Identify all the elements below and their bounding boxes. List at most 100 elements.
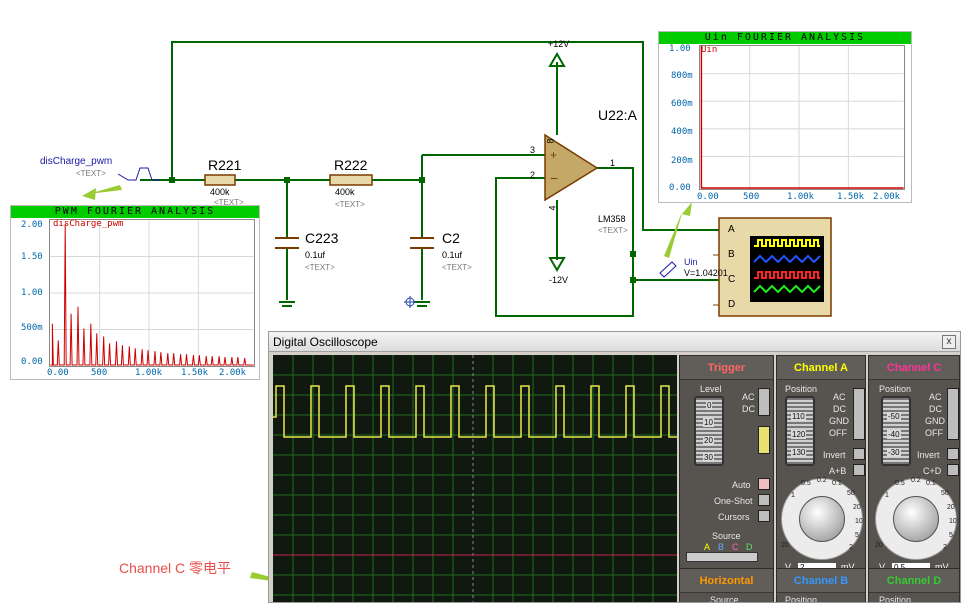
channel-c-panel: Channel C Position -50 -40 -30 AC DC GND…: [868, 355, 960, 578]
channel-c-gnd: GND: [925, 416, 945, 426]
channel-c-coupling-switch[interactable]: [947, 388, 959, 440]
scope-device-traces: [753, 239, 821, 294]
uin-fourier-graph[interactable]: Uin FOURIER ANALYSIS Uin 1.00 800m 600m …: [658, 31, 912, 203]
probe-label[interactable]: disCharge_pwm: [40, 156, 113, 167]
opamp-pin-vpos: 8: [545, 138, 556, 144]
uin-graph-title: Uin FOURIER ANALYSIS: [659, 32, 911, 44]
c223-value: 0.1uf: [305, 250, 326, 260]
uin-ytick: 800m: [671, 71, 693, 81]
pwm-source-icon[interactable]: [117, 167, 160, 181]
uin-graph-plot: [699, 45, 905, 190]
trigger-title: Trigger: [680, 356, 773, 380]
channel-d-title: Channel D: [869, 569, 959, 593]
channel-a-invert-label: Invert: [823, 450, 846, 460]
trigger-source-a[interactable]: A: [704, 542, 711, 552]
r221-ref: R221: [208, 157, 242, 173]
channel-c-unit-mv: mV: [935, 562, 949, 572]
channel-a-coupling-switch[interactable]: [853, 388, 865, 440]
channel-a-unit-mv: mV: [841, 562, 855, 572]
channel-a-position-label: Position: [785, 384, 818, 394]
close-icon[interactable]: x: [942, 335, 956, 349]
pwm-ytick: 500m: [21, 323, 43, 333]
channel-c-off: OFF: [925, 428, 943, 438]
channel-c-invert-label: Invert: [917, 450, 940, 460]
c2-ref: C2: [442, 230, 460, 246]
channel-c-combine-label: C+D: [923, 466, 942, 476]
trigger-source-slider[interactable]: [686, 552, 758, 562]
r222-placeholder: <TEXT>: [335, 200, 365, 209]
plus-sign: +: [550, 148, 557, 162]
voltage-probe-icon[interactable]: [659, 261, 677, 278]
opamp-pin-out: 1: [610, 158, 616, 168]
pwm-ytick: 0.00: [21, 357, 43, 367]
channel-a-combine-label: A+B: [829, 466, 847, 476]
resistor-r222[interactable]: [329, 174, 373, 186]
uin-xtick: 0.00: [697, 192, 719, 202]
oscilloscope-window[interactable]: Digital Oscilloscope x Trigger Level 0 1…: [268, 331, 961, 603]
trigger-oneshot-button[interactable]: [758, 494, 770, 506]
channel-a-unit-v: V: [785, 562, 792, 572]
uin-xtick: 500: [743, 192, 760, 202]
channel-a-title: Channel A: [777, 356, 865, 380]
channel-c-scale-knob[interactable]: [875, 478, 957, 560]
supply-neg-arrow-icon: [548, 257, 566, 272]
oscilloscope-title-bar[interactable]: Digital Oscilloscope x: [269, 332, 960, 352]
channel-b-position-label: Position: [785, 595, 818, 603]
c223-placeholder: <TEXT>: [305, 263, 335, 272]
trigger-edge-switch[interactable]: [758, 426, 770, 454]
crosshair-icon: [404, 296, 416, 308]
channel-d-panel: Channel D Position: [868, 568, 960, 602]
trigger-source-c[interactable]: C: [732, 542, 739, 552]
pwm-graph-plot: [49, 219, 255, 367]
channel-a-combine-button[interactable]: [853, 464, 865, 476]
trigger-source-b[interactable]: B: [718, 542, 725, 552]
channel-c-knob-center: [893, 496, 939, 542]
horizontal-panel: Horizontal Source: [679, 568, 774, 602]
trigger-dc-label: DC: [742, 404, 755, 414]
opamp-ref: U22:A: [598, 107, 637, 123]
trigger-tick: 30: [703, 453, 714, 462]
channel-c-ac: AC: [929, 392, 942, 402]
trigger-panel: Trigger Level 0 10 20 30 AC DC Auto One-…: [679, 355, 774, 578]
pwm-ytick: 1.00: [21, 288, 43, 298]
channel-c-invert-button[interactable]: [947, 448, 959, 460]
c2-placeholder: <TEXT>: [442, 263, 472, 272]
channel-c-title: Channel C: [869, 356, 959, 380]
channel-a-tick: 120: [791, 430, 807, 439]
trigger-cursors-button[interactable]: [758, 510, 770, 522]
channel-a-panel: Channel A Position 110 120 130 AC DC GND…: [776, 355, 866, 578]
capacitor-c2[interactable]: [410, 237, 434, 249]
capacitor-c223[interactable]: [275, 237, 299, 249]
pwm-ytick: 1.50: [21, 252, 43, 262]
channel-c-knob-label: 2: [943, 544, 947, 551]
uin-ytick: 200m: [671, 156, 693, 166]
resistor-r221[interactable]: [204, 174, 236, 186]
channel-a-invert-button[interactable]: [853, 448, 865, 460]
trigger-source-d[interactable]: D: [746, 542, 753, 552]
oscilloscope-screen[interactable]: [273, 355, 677, 603]
channel-c-combine-button[interactable]: [947, 464, 959, 476]
channel-a-knob-center: [799, 496, 845, 542]
r222-value: 400k: [335, 187, 355, 197]
opamp-pin-minus: 2: [530, 170, 536, 180]
channel-c-knob-label: 0.5: [895, 480, 905, 487]
channel-c-position-label: Position: [879, 384, 912, 394]
channel-c-zero-annotation: Channel C 零电平: [119, 560, 232, 576]
channel-a-knob-label: 0.1: [832, 480, 842, 487]
wire-network: [140, 41, 719, 317]
channel-c-knob-label: 1: [885, 492, 889, 499]
c2-value: 0.1uf: [442, 250, 463, 260]
opamp-lm358[interactable]: [544, 133, 599, 202]
pwm-xtick: 0.00: [47, 368, 69, 378]
channel-a-off: OFF: [829, 428, 847, 438]
trigger-coupling-switch[interactable]: [758, 388, 770, 416]
channel-c-tick: -50: [887, 412, 901, 421]
channel-a-tick: 130: [791, 448, 807, 457]
channel-a-knob-label: 2: [849, 544, 853, 551]
trigger-level-label: Level: [700, 384, 722, 394]
pwm-fourier-graph[interactable]: PWM FOURIER ANALYSIS disCharge_pwm 2.00 …: [10, 205, 260, 380]
channel-a-scale-knob[interactable]: [781, 478, 863, 560]
r222-ref: R222: [334, 157, 368, 173]
trigger-auto-button[interactable]: [758, 478, 770, 490]
